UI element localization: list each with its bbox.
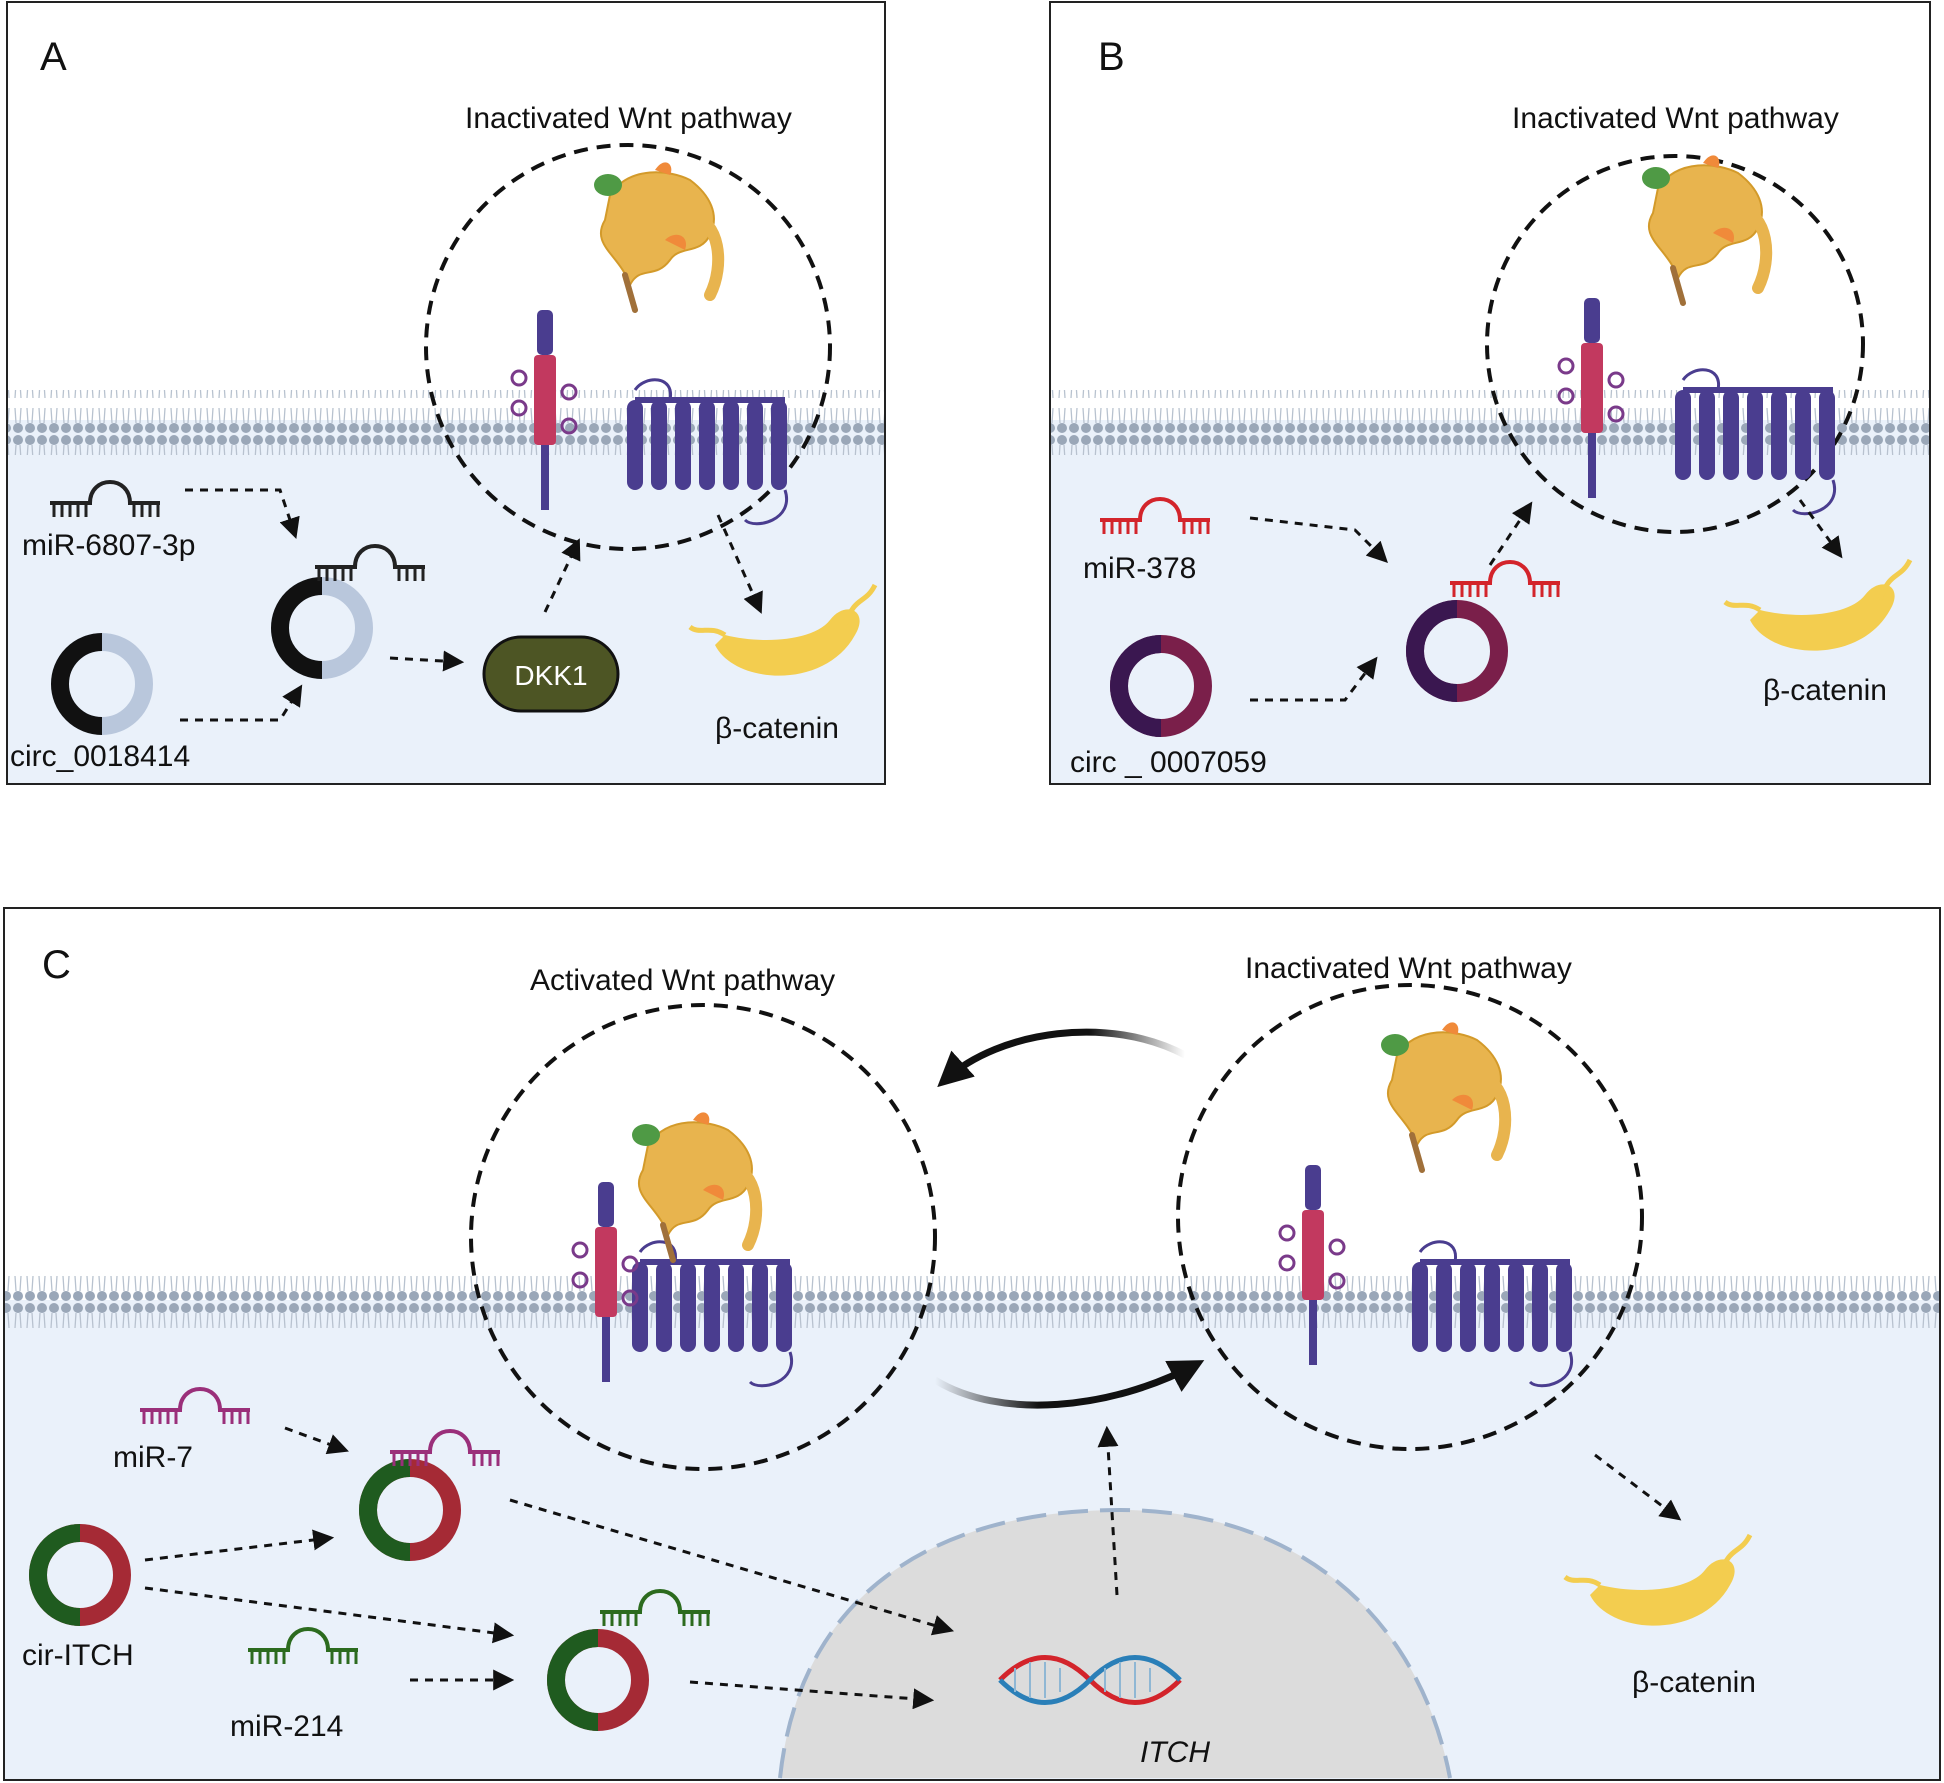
dkk1-label: DKK1 [514,660,587,691]
cytoplasm-b [1051,420,1929,783]
panel-a: A Inactivated Wnt pathway miR-6807-3p ci… [6,1,886,785]
dna-helix [998,1655,1182,1705]
mirna-label-a: miR-6807-3p [22,529,195,562]
circrna-b [1110,635,1212,737]
circrna-label-c: cir-ITCH [22,1639,134,1672]
pathway-title-b: Inactivated Wnt pathway [1512,102,1839,135]
arrows-a [180,488,763,722]
panel-label-a: A [40,35,67,79]
gene-label: ITCH [1140,1736,1210,1769]
circrna-sponge-complex-c1 [359,1429,502,1561]
mirna-label-c2: miR-214 [230,1710,343,1743]
pathway-title-active: Activated Wnt pathway [530,964,835,997]
panel-label-c: C [42,943,71,987]
wnt-complex-circle-active [469,1003,937,1471]
mirna-label-b: miR-378 [1083,552,1196,585]
wnt-complex-circle-b [1485,154,1865,534]
circrna-label-b: circ _ 0007059 [1070,746,1267,779]
circrna-sponge-complex-a [271,544,427,679]
transition-arrow-to-active [937,1028,1187,1088]
arrows-b [1249,499,1843,702]
dkk1-node: DKK1 [482,635,620,713]
circrna-label-a: circ_0018414 [10,740,190,773]
transition-arrow-to-inactive [933,1360,1205,1409]
circrna-sponge-complex-b [1406,560,1562,702]
wnt-complex-circle-inactive [1176,983,1644,1451]
nucleus [778,1507,1452,1779]
mirna-label-c1: miR-7 [113,1441,193,1474]
wnt-complex-circle-a [424,143,832,551]
panel-c: C Activated Wnt pathway Inactivated Wnt … [3,907,1941,1781]
circrna-sponge-complex-c2 [547,1589,712,1731]
panel-b: B Inactivated Wnt pathway miR-378 circ _… [1049,1,1931,785]
cell-membrane-c [5,1268,1939,1333]
arrows-c [144,1425,1682,1710]
pathway-title-inactive: Inactivated Wnt pathway [1245,952,1572,985]
circrna-a [51,633,153,735]
pathway-title-a: Inactivated Wnt pathway [465,102,792,135]
beta-catenin-label-a: β-catenin [715,712,839,745]
beta-catenin-label-b: β-catenin [1763,674,1887,707]
circrna-c [29,1524,131,1626]
panel-label-b: B [1098,35,1125,79]
beta-catenin-label-c: β-catenin [1632,1666,1756,1699]
